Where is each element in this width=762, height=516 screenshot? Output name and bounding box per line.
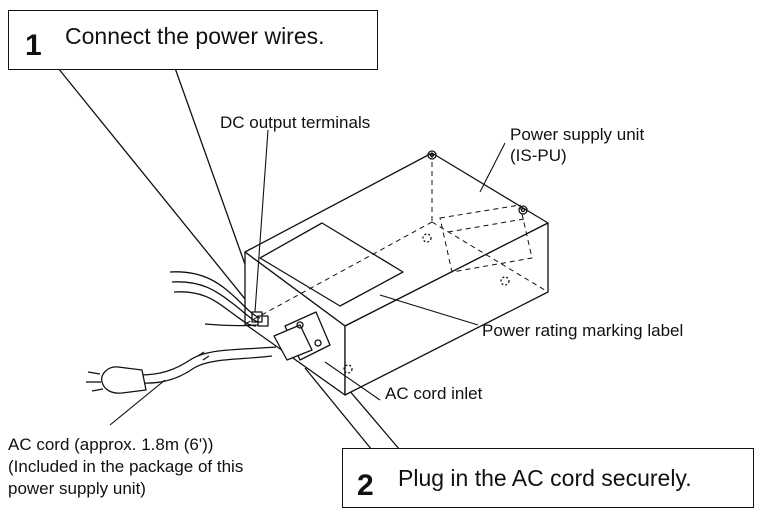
label-leaders bbox=[109, 129, 506, 426]
power-supply-unit-line1: Power supply unit bbox=[510, 125, 645, 144]
power-rating-label: Power rating marking label bbox=[482, 321, 684, 340]
ac-cord-inlet-label: AC cord inlet bbox=[385, 384, 483, 403]
step2-callout: 2 Plug in the AC cord securely. bbox=[342, 448, 754, 508]
step2-number: 2 bbox=[357, 469, 374, 502]
rating-label-plate bbox=[259, 222, 404, 307]
ac-cord-line2: (Included in the package of this bbox=[8, 457, 244, 477]
screw-icons bbox=[343, 150, 528, 374]
power-wires bbox=[169, 271, 261, 327]
power-supply-unit-label: Power supply unit (IS-PU) bbox=[510, 124, 644, 167]
step1-text: Connect the power wires. bbox=[65, 23, 325, 49]
ac-cord-line3: power supply unit) bbox=[8, 479, 146, 499]
ac-inlet bbox=[273, 311, 331, 361]
step1-number: 1 bbox=[25, 29, 42, 62]
step2-text: Plug in the AC cord securely. bbox=[398, 465, 692, 491]
ac-cord-label: AC cord (approx. 1.8m (6')) (Included in… bbox=[8, 434, 243, 500]
step1-callout: 1 Connect the power wires. bbox=[8, 10, 378, 70]
ac-cord-line1: AC cord (approx. 1.8m (6')) bbox=[8, 435, 214, 454]
power-supply-unit-line2: (IS-PU) bbox=[510, 146, 567, 166]
ac-cord bbox=[86, 346, 277, 394]
step1-pointer bbox=[57, 67, 263, 316]
dc-output-terminals-label: DC output terminals bbox=[220, 113, 371, 132]
